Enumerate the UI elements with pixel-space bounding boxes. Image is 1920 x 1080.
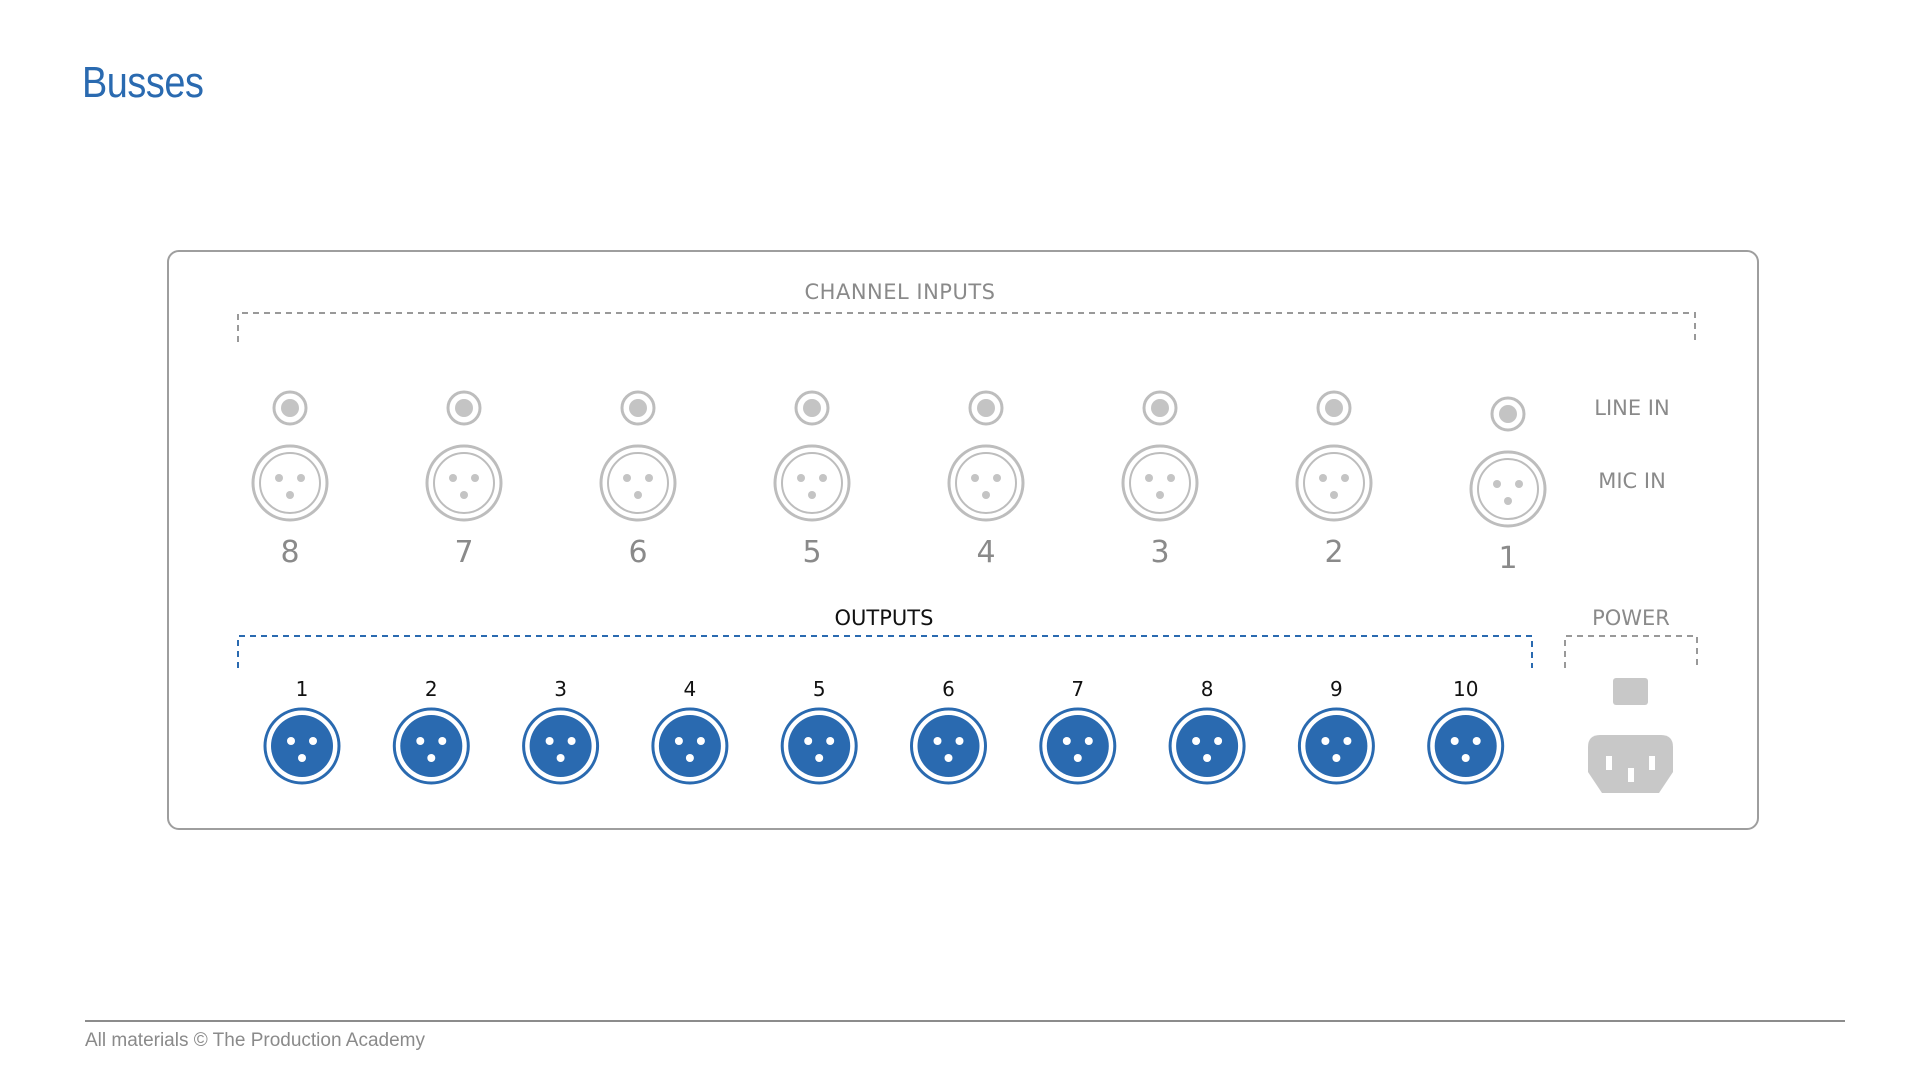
mic-in-xlr-icon[interactable] [947, 444, 1025, 522]
output-xlr-icon[interactable] [1168, 707, 1246, 785]
output-xlr-icon[interactable] [651, 707, 729, 785]
output-number: 4 [684, 677, 697, 701]
mic-in-xlr-icon[interactable] [251, 444, 329, 522]
mic-in-xlr-icon[interactable] [599, 444, 677, 522]
line-in-jack-icon[interactable] [446, 390, 482, 426]
mic-in-xlr-icon[interactable] [1469, 450, 1547, 528]
output-xlr-icon[interactable] [910, 707, 987, 785]
line-in-jack-icon[interactable] [1316, 390, 1352, 426]
output-number: 7 [1071, 677, 1084, 701]
line-in-jack-icon[interactable] [794, 390, 830, 426]
mic-in-xlr-icon[interactable] [1295, 444, 1373, 522]
output-8: 8 [1168, 677, 1246, 785]
channel-number: 8 [280, 535, 299, 570]
mic-in-xlr-icon[interactable] [1121, 444, 1199, 522]
output-9: 9 [1297, 677, 1375, 785]
output-xlr-icon[interactable] [1427, 707, 1505, 785]
outputs-bracket [237, 635, 1533, 668]
rear-panel [167, 250, 1759, 830]
channel-inputs: 8 7 6 5 4 3 2 1 [251, 390, 1547, 576]
outputs-label: OUTPUTS [835, 606, 934, 630]
power-label: POWER [1592, 606, 1670, 630]
output-5: 5 [780, 677, 858, 785]
mic-in-xlr-icon[interactable] [773, 444, 851, 522]
channel-input-2: 2 [1295, 390, 1373, 570]
output-4: 4 [651, 677, 729, 785]
output-number: 1 [296, 677, 309, 701]
power-bracket [1564, 635, 1698, 668]
line-in-label: LINE IN [1594, 396, 1669, 420]
output-number: 10 [1453, 677, 1478, 701]
channel-input-8: 8 [251, 390, 329, 570]
line-in-jack-icon[interactable] [968, 390, 1004, 426]
outputs: 1 2 3 4 5 6 7 8 9 10 [263, 677, 1505, 785]
output-number: 9 [1330, 677, 1343, 701]
output-xlr-icon[interactable] [263, 707, 341, 785]
channel-input-6: 6 [599, 390, 677, 570]
page-title: Busses [82, 58, 204, 107]
output-3: 3 [522, 677, 600, 785]
channel-input-7: 7 [425, 390, 503, 570]
line-in-jack-icon[interactable] [620, 390, 656, 426]
line-in-jack-icon[interactable] [1490, 396, 1526, 432]
mic-in-label: MIC IN [1598, 469, 1666, 493]
channel-number: 3 [1150, 535, 1169, 570]
channel-input-5: 5 [773, 390, 851, 570]
channel-number: 6 [628, 535, 647, 570]
power-socket-icon[interactable] [1588, 735, 1673, 793]
output-2: 2 [392, 677, 470, 785]
output-xlr-icon[interactable] [1039, 707, 1117, 785]
output-xlr-icon[interactable] [780, 707, 858, 785]
footer-copyright: All materials © The Production Academy [85, 1030, 425, 1051]
output-1: 1 [263, 677, 341, 785]
channel-number: 4 [976, 535, 995, 570]
channel-number: 2 [1324, 535, 1343, 570]
output-number: 3 [554, 677, 567, 701]
output-number: 6 [942, 677, 955, 701]
output-xlr-icon[interactable] [1297, 707, 1375, 785]
footer-divider [85, 1020, 1845, 1022]
line-in-jack-icon[interactable] [272, 390, 308, 426]
channel-inputs-bracket [237, 312, 1696, 342]
output-10: 10 [1427, 677, 1505, 785]
power-switch[interactable] [1613, 678, 1648, 705]
channel-inputs-label: CHANNEL INPUTS [805, 280, 996, 304]
line-in-jack-icon[interactable] [1142, 390, 1178, 426]
channel-input-3: 3 [1121, 390, 1199, 570]
output-xlr-icon[interactable] [522, 707, 600, 785]
channel-input-4: 4 [947, 390, 1025, 570]
output-number: 2 [425, 677, 438, 701]
channel-number: 1 [1498, 541, 1517, 576]
output-xlr-icon[interactable] [392, 707, 470, 785]
mic-in-xlr-icon[interactable] [425, 444, 503, 522]
output-7: 7 [1039, 677, 1117, 785]
output-6: 6 [910, 677, 987, 785]
channel-number: 7 [454, 535, 473, 570]
channel-number: 5 [802, 535, 821, 570]
output-number: 5 [813, 677, 826, 701]
channel-input-1: 1 [1469, 396, 1547, 576]
output-number: 8 [1201, 677, 1214, 701]
